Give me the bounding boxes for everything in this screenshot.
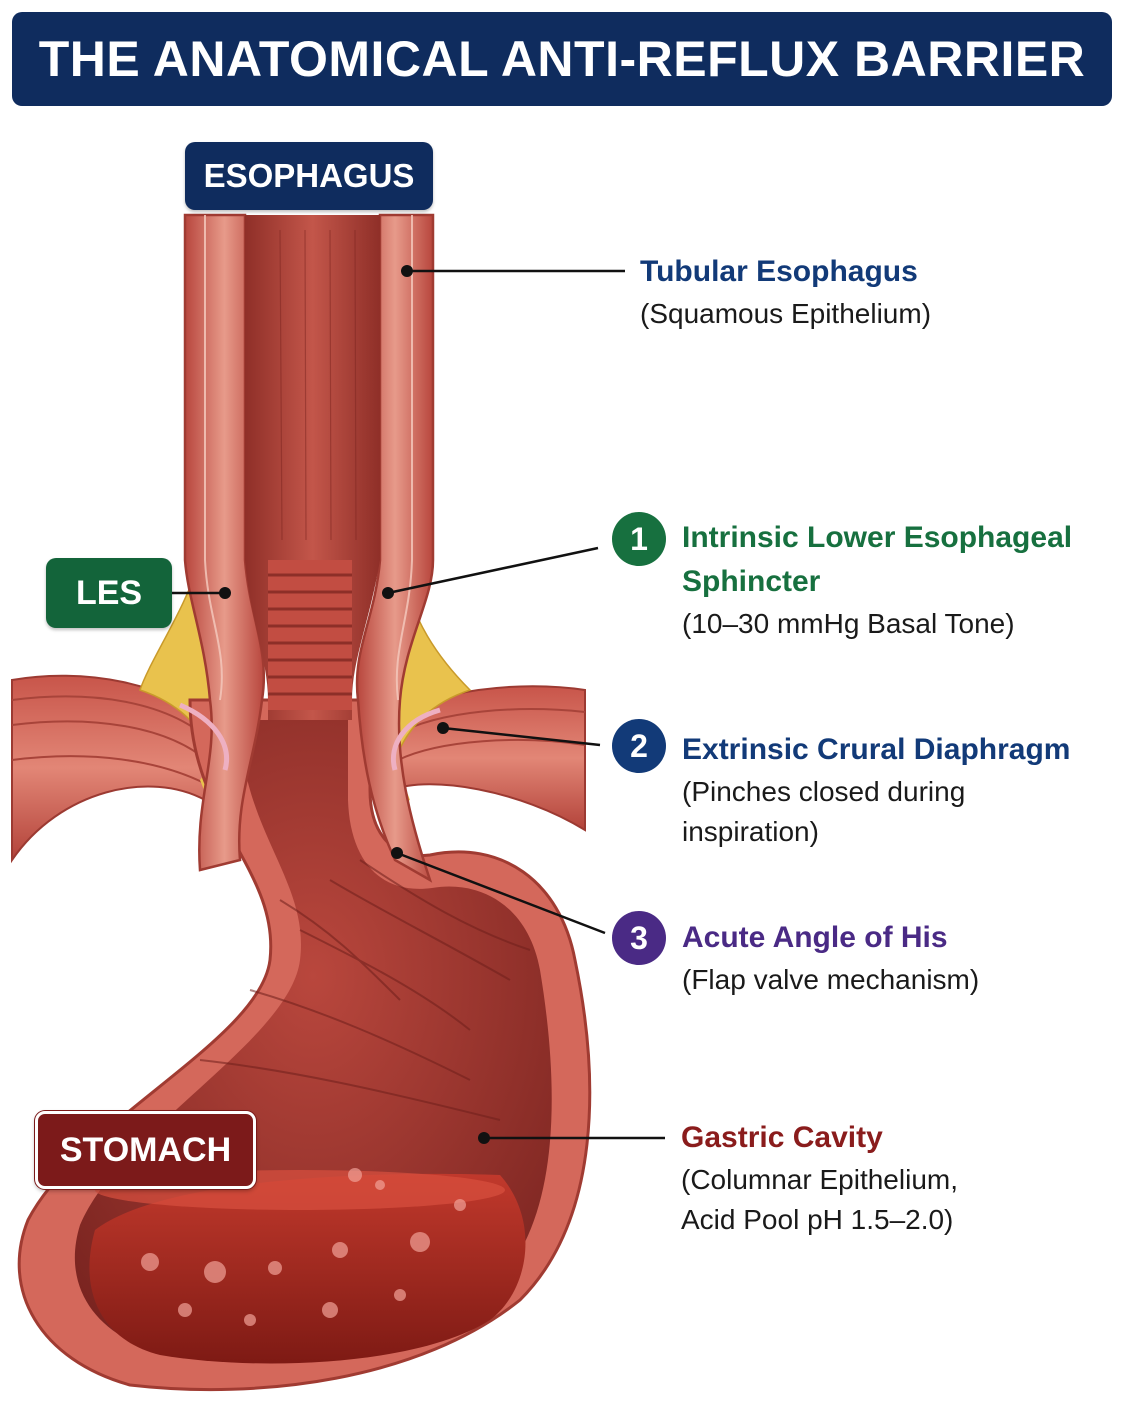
callout-detail: (Squamous Epithelium)	[640, 298, 932, 329]
acid-pool	[89, 1173, 526, 1364]
callout-detail: (Flap valve mechanism)	[682, 964, 980, 995]
esophagus-tag: ESOPHAGUS	[185, 142, 433, 210]
callout-heading: Extrinsic Crural Diaphragm	[682, 733, 1071, 766]
leader-lines	[172, 269, 665, 1140]
callout-crural-diaphragm: Extrinsic Crural Diaphragm (Pinches clos…	[682, 728, 1070, 852]
callout-heading: Acute Angle of His	[682, 921, 948, 954]
callout-angle-of-his: Acute Angle of His (Flap valve mechanism…	[682, 916, 979, 1000]
callout-heading: Intrinsic Lower Esophageal	[682, 521, 1073, 554]
page-title: THE ANATOMICAL ANTI-REFLUX BARRIER	[38, 31, 1086, 87]
les-tag: LES	[46, 558, 172, 628]
callout-les: Intrinsic Lower Esophageal Sphincter (10…	[682, 516, 1072, 644]
acid-bubbles	[141, 1168, 466, 1326]
number-badge-3: 3	[612, 911, 666, 965]
title-banner: THE ANATOMICAL ANTI-REFLUX BARRIER	[12, 12, 1112, 106]
callout-heading: Gastric Cavity	[681, 1121, 883, 1154]
callout-heading: Tubular Esophagus	[640, 255, 918, 288]
callout-detail: (10–30 mmHg Basal Tone)	[682, 608, 1015, 639]
number-badge-1: 1	[612, 512, 666, 566]
number-badge-2: 2	[612, 719, 666, 773]
callout-detail: Acid Pool pH 1.5–2.0)	[681, 1204, 954, 1235]
les-sphincter-rings	[268, 560, 352, 710]
callout-gastric-cavity: Gastric Cavity (Columnar Epithelium, Aci…	[681, 1116, 958, 1240]
esophageal-wall-right	[355, 213, 435, 883]
callout-detail: (Columnar Epithelium,	[681, 1164, 958, 1195]
callout-tubular-esophagus: Tubular Esophagus (Squamous Epithelium)	[640, 250, 931, 334]
callout-heading: Sphincter	[682, 565, 821, 598]
callout-detail: (Pinches closed during	[682, 776, 966, 807]
callout-detail: inspiration)	[682, 816, 819, 847]
stomach-tag: STOMACH	[35, 1111, 256, 1189]
